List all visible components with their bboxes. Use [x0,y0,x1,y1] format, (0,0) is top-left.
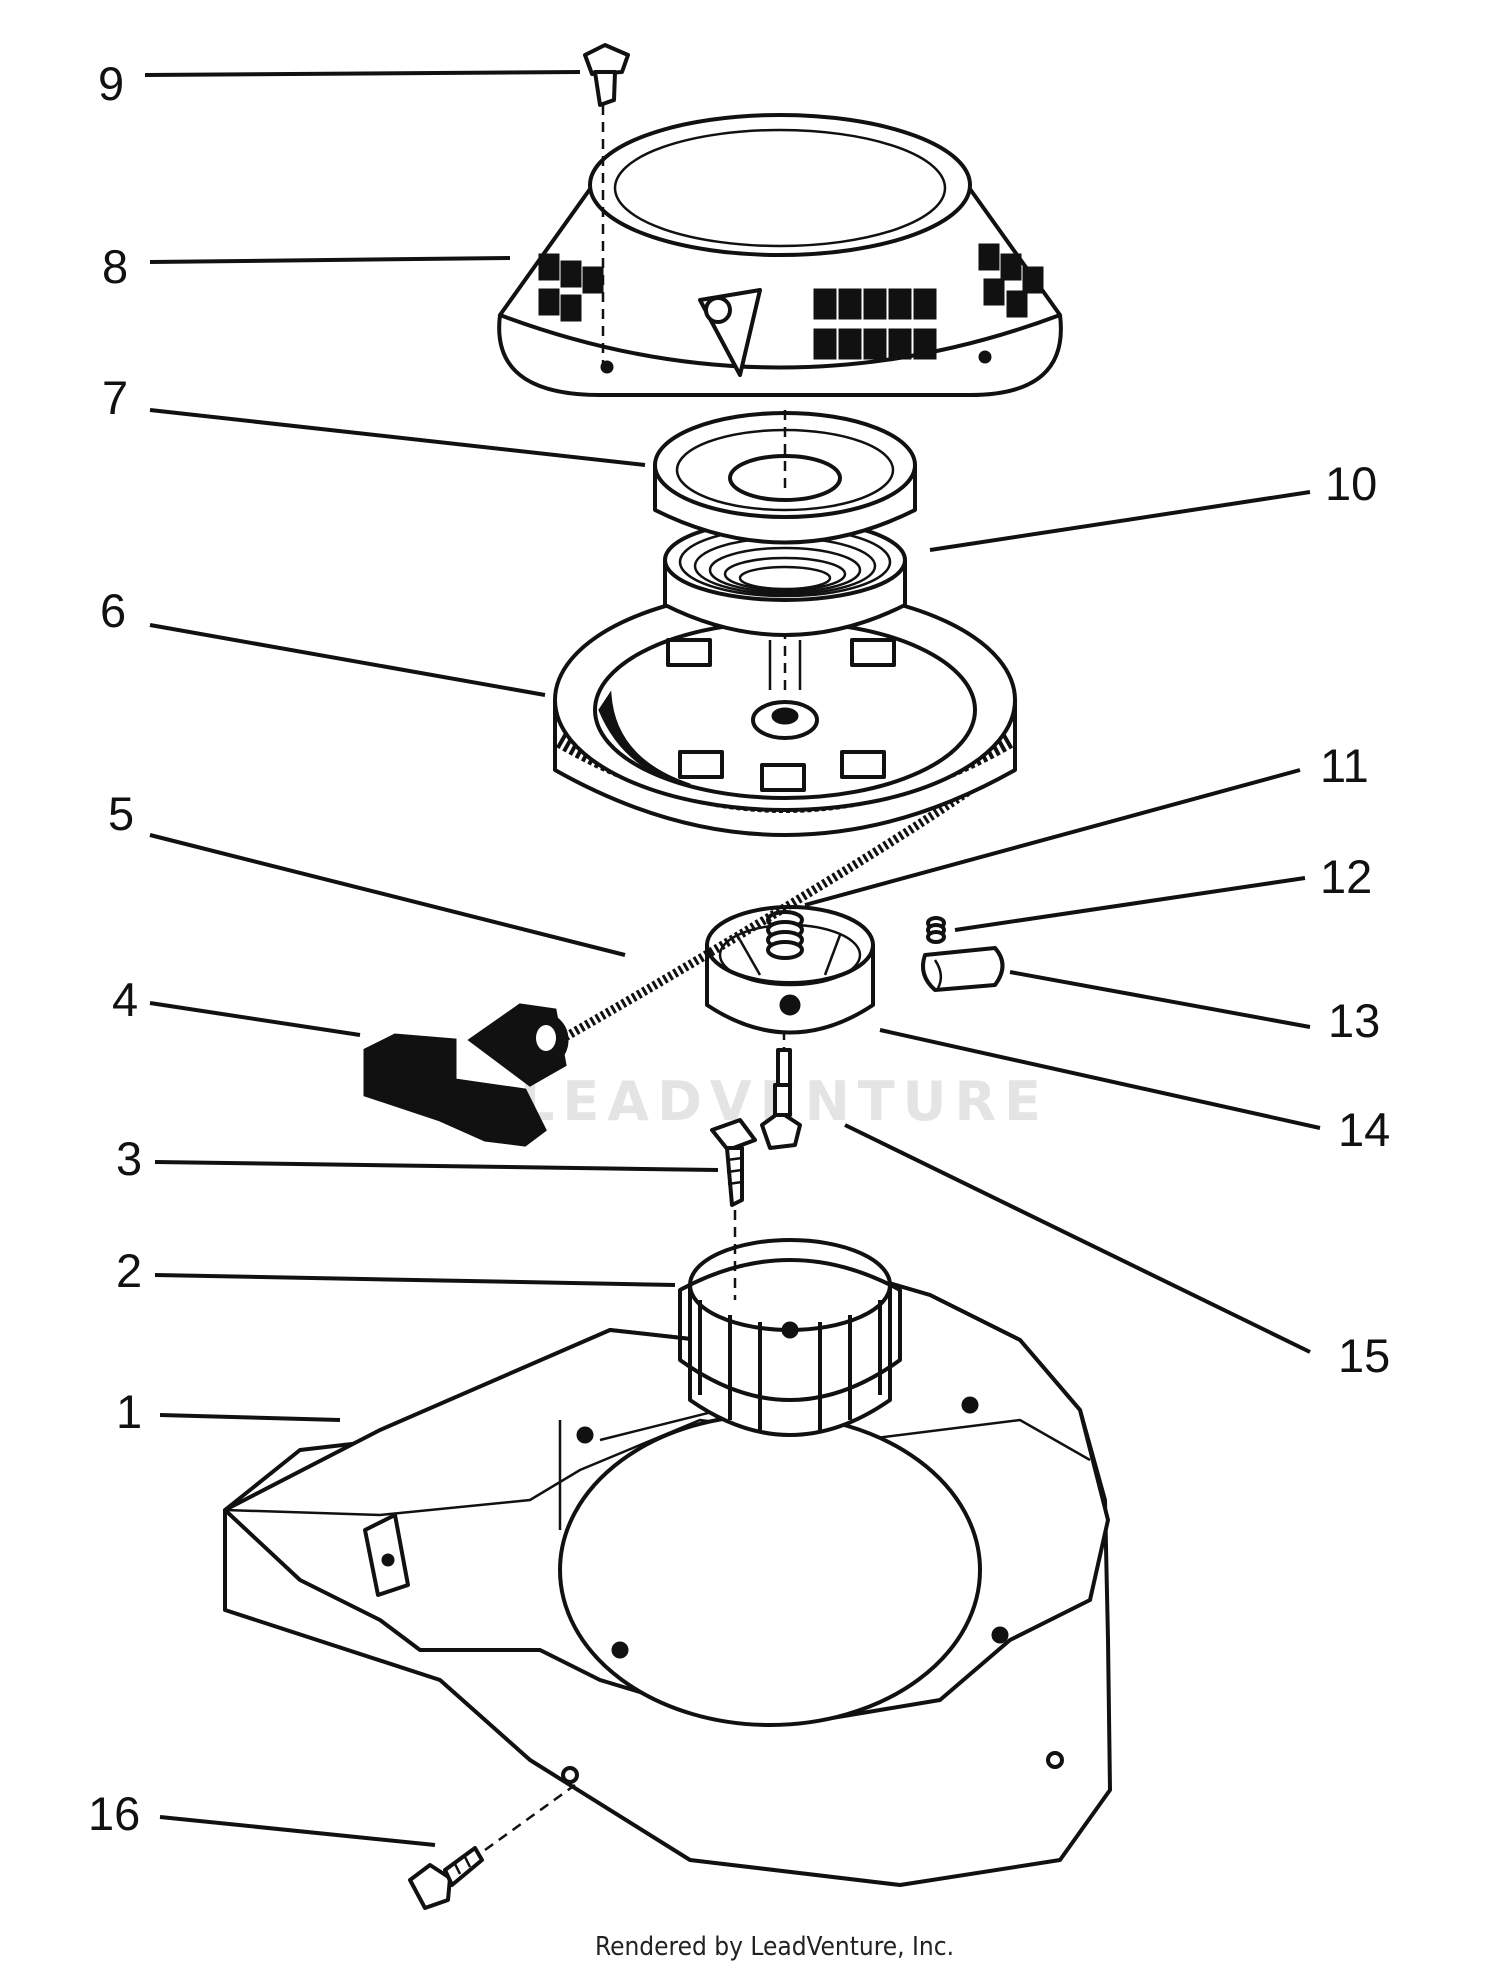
callout-8: 8 [102,240,128,293]
part-7-spring-cover [653,410,917,545]
leader-1 [159,1413,341,1422]
callout-15: 15 [1338,1329,1390,1382]
callout-1: 1 [116,1385,142,1438]
callout-16: 16 [88,1787,140,1840]
leader-9 [144,70,581,77]
leader-10 [929,490,1311,552]
part-8-rewind-housing [497,105,1063,397]
callout-7: 7 [102,371,128,424]
part-16-screw [408,1783,576,1910]
leader-13 [1009,970,1311,1029]
callout-4: 4 [112,973,138,1026]
part-11-spring [766,910,804,960]
part-9-bolt [583,43,630,107]
part-12-small-spring [926,916,946,944]
leader-11 [804,768,1301,907]
footer-credit: Rendered by LeadVenture, Inc. [595,1932,954,1962]
leader-3 [154,1160,719,1172]
callout-14: 14 [1338,1103,1390,1156]
callout-3: 3 [116,1132,142,1185]
leader-5 [149,833,626,957]
callout-10: 10 [1325,457,1377,510]
part-13-pawl [921,946,1005,992]
callout-11: 11 [1320,739,1369,792]
leader-14 [879,1028,1321,1130]
leader-7 [149,408,646,467]
leader-12 [954,876,1306,932]
callout-5: 5 [108,787,134,840]
leader-15 [844,1123,1311,1354]
callout-12: 12 [1320,850,1372,903]
callout-2: 2 [116,1244,142,1297]
callout-13: 13 [1328,994,1380,1047]
part-5-rope [557,776,988,1044]
leader-8 [149,256,511,264]
part-1-blower-housing [223,1258,1112,1887]
callout-labels: 1 2 3 4 5 6 7 8 9 10 11 12 13 14 15 16 [88,57,1390,1840]
part-6-pulley [553,588,1017,837]
leader-6 [149,623,546,697]
leader-lines [144,70,1321,1847]
part-4-handle [363,1003,569,1147]
part-3-screw [710,1118,757,1300]
part-10-recoil-spring [663,518,907,637]
callout-9: 9 [98,57,124,110]
leader-16 [159,1815,436,1847]
leader-2 [154,1273,676,1287]
part-2-starter-cup [678,1238,902,1437]
leader-4 [149,1001,361,1037]
callout-6: 6 [100,584,126,637]
